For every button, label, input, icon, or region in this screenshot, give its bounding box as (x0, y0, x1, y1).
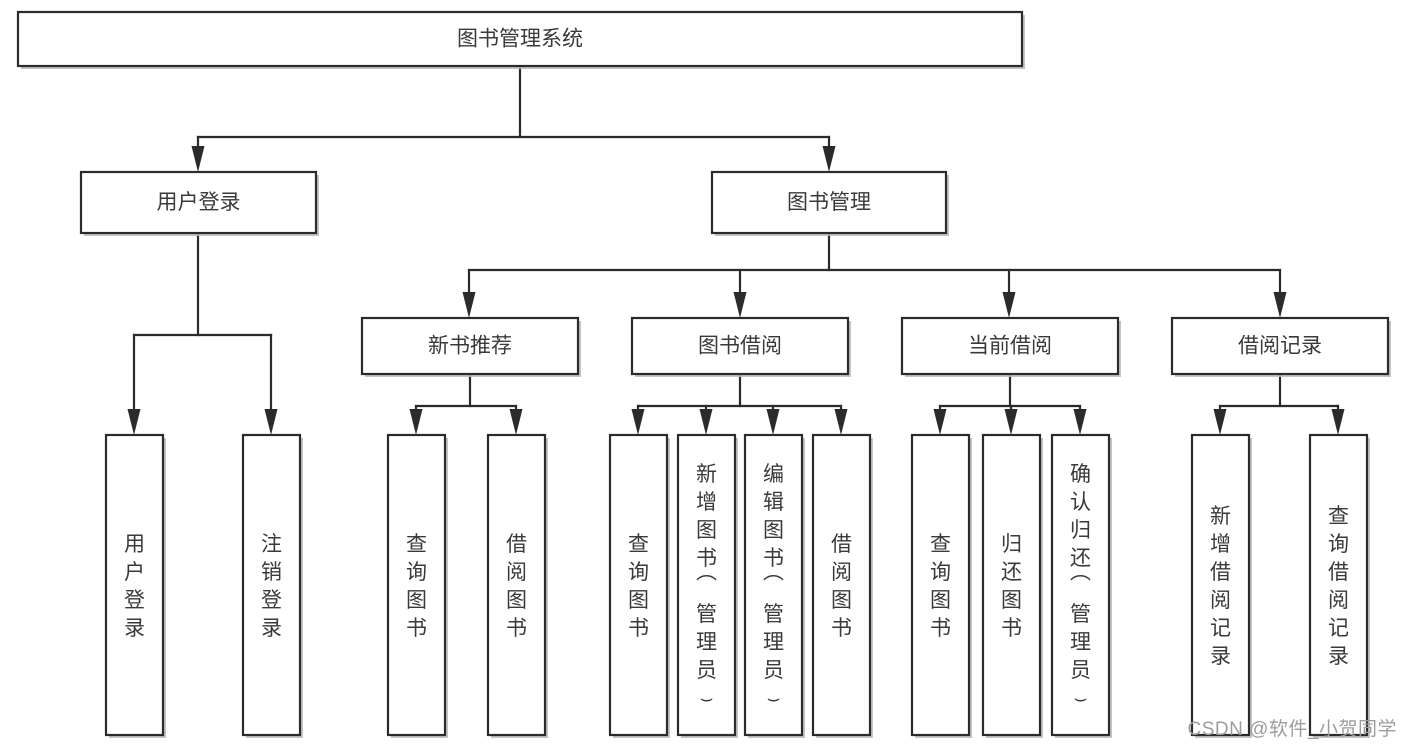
arrow-head-icon (631, 409, 645, 435)
node-rect[interactable] (900, 316, 1120, 376)
arrow-head-icon (1331, 409, 1345, 435)
arrow-head-icon (1073, 409, 1087, 435)
connector-record-to-leaves (1213, 372, 1345, 435)
node-label: 用户登录 (157, 191, 241, 214)
node-rect[interactable] (630, 316, 850, 376)
connector-bookmanagement-to-level3 (462, 231, 1287, 318)
node-label: 查询图书 (930, 533, 951, 640)
node-label: 借阅图书 (831, 533, 852, 640)
connector-layer (127, 64, 1345, 435)
node-label: 查询图书 (406, 533, 427, 640)
node-rect[interactable] (743, 433, 804, 737)
connector-current-to-leaves (933, 372, 1087, 435)
node-label: 新增借阅记录 (1210, 505, 1231, 668)
arrow-head-icon (766, 409, 780, 435)
operation-node-leaf-user-login[interactable]: 用户登录 (104, 433, 166, 738)
node-layer: 图书管理系统用户登录图书管理新书推荐图书借阅当前借阅借阅记录用户登录注销登录查询… (16, 10, 1391, 738)
node-label: 新书推荐 (428, 335, 512, 358)
arrow-head-icon (1213, 409, 1227, 435)
node-rect[interactable] (608, 433, 669, 737)
node-rect[interactable] (1170, 316, 1390, 376)
node-rect[interactable] (1308, 433, 1369, 737)
node-label: 当前借阅 (968, 335, 1052, 358)
node-label: 确认归还⌒管理员⌣ (1070, 463, 1091, 710)
node-label: 图书管理系统 (457, 28, 583, 51)
connector-root-to-level2 (191, 64, 836, 172)
node-rect[interactable] (676, 433, 737, 737)
arrow-head-icon (699, 409, 713, 435)
node-label: 注销登录 (261, 533, 282, 640)
arrow-head-icon (264, 409, 278, 435)
node-rect[interactable] (241, 433, 302, 737)
arrow-head-icon (1002, 292, 1016, 318)
operation-node-leaf-add-book[interactable]: 新增图书⌒管理员⌣ (676, 433, 738, 738)
arrow-head-icon (462, 292, 476, 318)
root-node-root[interactable]: 图书管理系统 (16, 10, 1025, 69)
arrow-head-icon (509, 409, 523, 435)
operation-node-leaf-query-book-recommend[interactable]: 查询图书 (386, 433, 448, 738)
arrow-head-icon (409, 409, 423, 435)
node-label: 借阅图书 (506, 533, 527, 640)
operation-node-leaf-query-book-current[interactable]: 查询图书 (910, 433, 972, 738)
node-label: 图书借阅 (698, 335, 782, 358)
arrow-head-icon (733, 292, 747, 318)
node-rect[interactable] (910, 433, 971, 737)
node-rect[interactable] (981, 433, 1042, 737)
operation-node-leaf-query-borrow-record[interactable]: 查询借阅记录 (1308, 433, 1370, 738)
node-rect[interactable] (16, 10, 1024, 68)
submodule-node-book-borrow[interactable]: 图书借阅 (630, 316, 851, 377)
operation-node-leaf-borrow-book-recommend[interactable]: 借阅图书 (486, 433, 548, 738)
arrow-head-icon (1004, 409, 1018, 435)
node-rect[interactable] (104, 433, 165, 737)
module-node-user-login[interactable]: 用户登录 (79, 170, 319, 236)
arrow-head-icon (191, 146, 205, 172)
node-rect[interactable] (710, 170, 948, 235)
node-rect[interactable] (360, 316, 580, 376)
node-label: 查询借阅记录 (1328, 505, 1349, 668)
node-label: 编辑图书⌒管理员⌣ (763, 463, 784, 710)
node-label: 借阅记录 (1238, 335, 1322, 358)
node-label: 归还图书 (1001, 533, 1022, 640)
connector-recommend-to-leaves (409, 372, 523, 435)
node-rect[interactable] (386, 433, 447, 737)
operation-node-leaf-add-borrow-record[interactable]: 新增借阅记录 (1190, 433, 1252, 738)
node-rect[interactable] (79, 170, 318, 235)
operation-node-leaf-confirm-return[interactable]: 确认归还⌒管理员⌣ (1050, 433, 1112, 738)
node-label: 用户登录 (124, 533, 145, 640)
node-label: 图书管理 (787, 191, 871, 214)
connector-borrow-to-leaves (631, 372, 848, 435)
node-rect[interactable] (1050, 433, 1111, 737)
connector-userlogin-to-leaves (127, 231, 278, 435)
operation-node-leaf-logout[interactable]: 注销登录 (241, 433, 303, 738)
submodule-node-borrow-record[interactable]: 借阅记录 (1170, 316, 1391, 377)
node-rect[interactable] (811, 433, 872, 737)
arrow-head-icon (822, 146, 836, 172)
arrow-head-icon (834, 409, 848, 435)
node-label: 查询图书 (628, 533, 649, 640)
submodule-node-new-book-recommend[interactable]: 新书推荐 (360, 316, 581, 377)
operation-node-leaf-query-book-borrow[interactable]: 查询图书 (608, 433, 670, 738)
node-label: 新增图书⌒管理员⌣ (696, 463, 717, 710)
node-rect[interactable] (486, 433, 547, 737)
node-rect[interactable] (1190, 433, 1251, 737)
operation-node-leaf-return-book[interactable]: 归还图书 (981, 433, 1043, 738)
module-node-book-management[interactable]: 图书管理 (710, 170, 949, 236)
operation-node-leaf-borrow-book[interactable]: 借阅图书 (811, 433, 873, 738)
submodule-node-current-borrow[interactable]: 当前借阅 (900, 316, 1121, 377)
arrow-head-icon (1273, 292, 1287, 318)
arrow-head-icon (127, 409, 141, 435)
arrow-head-icon (933, 409, 947, 435)
operation-node-leaf-edit-book[interactable]: 编辑图书⌒管理员⌣ (743, 433, 805, 738)
